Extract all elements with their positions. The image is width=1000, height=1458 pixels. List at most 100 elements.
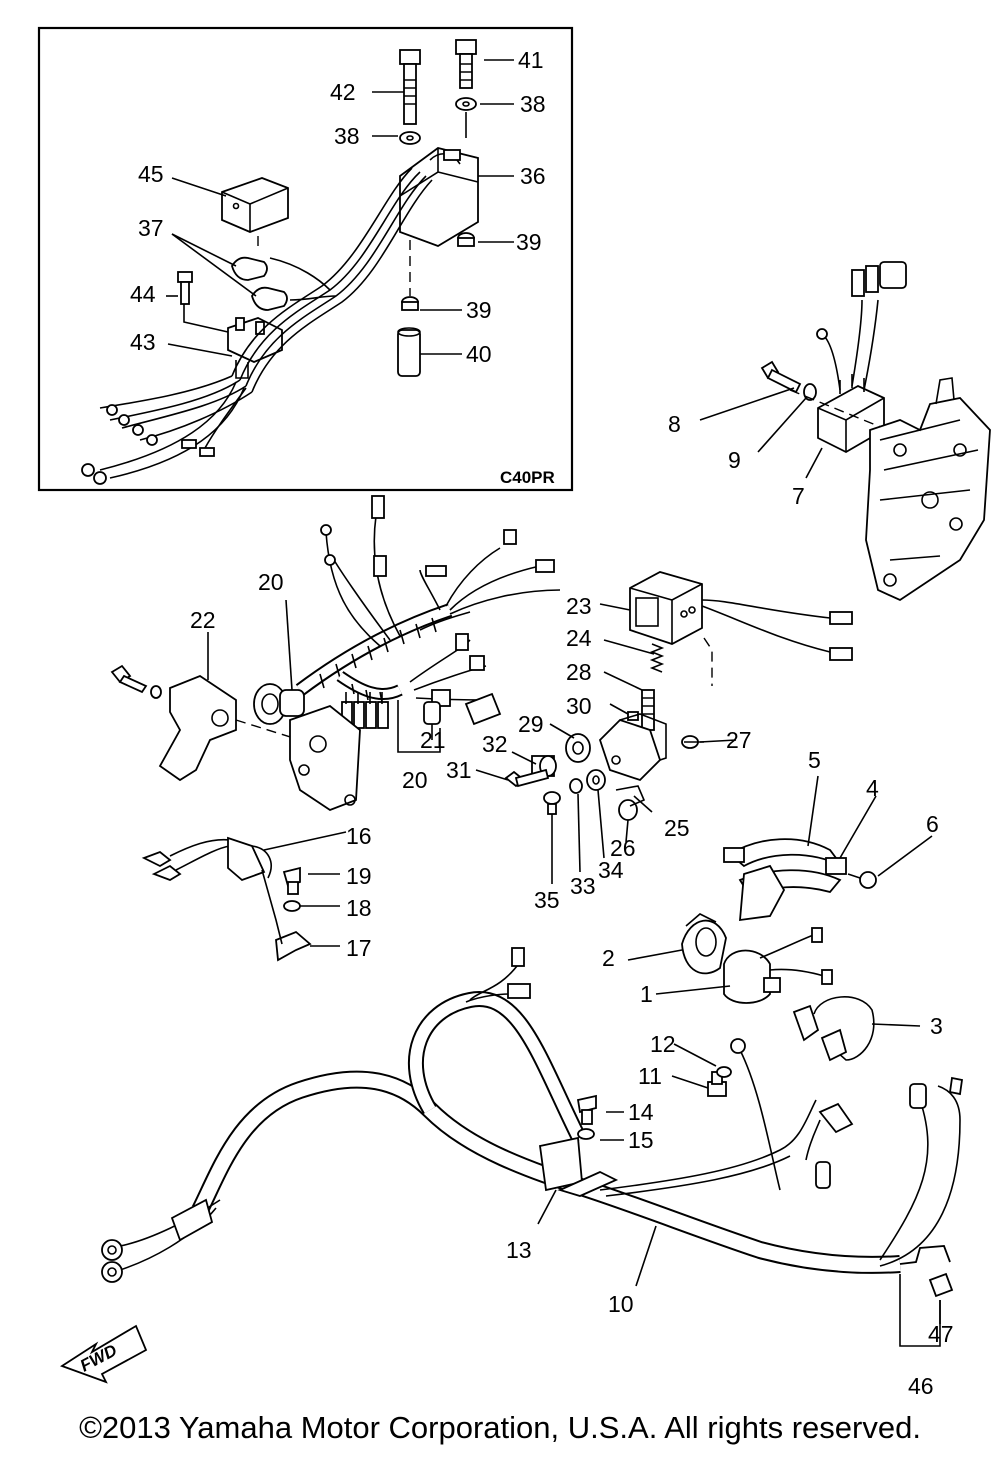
solenoid-bracket <box>598 713 667 782</box>
part-6-screw <box>847 871 877 889</box>
callout-43: 43 <box>130 329 156 355</box>
callout-39a: 39 <box>516 229 542 255</box>
part-5-band <box>723 838 843 868</box>
callout-32: 32 <box>482 731 508 757</box>
callout-30: 30 <box>566 693 592 719</box>
part-2-bushing <box>681 913 727 975</box>
callout-19: 19 <box>346 863 372 889</box>
callout-16: 16 <box>346 823 372 849</box>
part-34-grommet <box>586 769 606 791</box>
callout-31: 31 <box>446 757 472 783</box>
part-7-rectifier-regulator <box>816 261 907 454</box>
callout-37: 37 <box>138 215 164 241</box>
callout-numbers: 41 42 38 38 45 36 37 39 44 39 43 40 8 9 … <box>130 47 954 1399</box>
callout-4: 4 <box>866 775 879 801</box>
part-39-grommet-b <box>401 296 419 311</box>
part-28-plunger <box>641 689 655 731</box>
part-35-bolt <box>543 791 561 815</box>
part-15-washer <box>577 1128 595 1140</box>
callout-33: 33 <box>570 873 596 899</box>
mounting-bracket <box>865 377 991 602</box>
part-44-bolt <box>177 271 193 305</box>
part-1-switch <box>723 927 833 1004</box>
callout-45: 45 <box>138 161 164 187</box>
callout-42: 42 <box>330 79 356 105</box>
callout-5: 5 <box>808 747 821 773</box>
inset-panel: C40PR <box>37 26 574 492</box>
part-31-bolt <box>504 768 550 788</box>
part-18-washer <box>283 900 301 912</box>
callout-29: 29 <box>518 711 544 737</box>
callout-23: 23 <box>566 593 592 619</box>
callout-10: 10 <box>608 1291 634 1317</box>
callout-39b: 39 <box>466 297 492 323</box>
part-29-grommet <box>565 733 591 763</box>
callout-40: 40 <box>466 341 492 367</box>
part-27-screw <box>681 735 704 749</box>
leader-lines <box>207 387 941 1347</box>
part-19-bolt <box>282 866 301 895</box>
callout-41: 41 <box>518 47 544 73</box>
part-33-nut <box>569 778 583 794</box>
part-26-nut <box>618 799 638 821</box>
callout-18: 18 <box>346 895 372 921</box>
part-39-grommet-a <box>457 232 475 247</box>
callout-9: 9 <box>728 447 741 473</box>
callout-25: 25 <box>664 815 690 841</box>
part-3-cap-lead <box>792 996 875 1062</box>
part-21-plug <box>423 701 441 725</box>
callout-3: 3 <box>930 1013 943 1039</box>
part-13-clamp <box>538 1136 619 1197</box>
callout-17: 17 <box>346 935 372 961</box>
part-20-wire-harness <box>253 495 561 729</box>
washer-38a <box>399 131 421 145</box>
callout-34: 34 <box>598 857 624 883</box>
callout-47: 47 <box>928 1321 954 1347</box>
part-16-switch-lead <box>141 836 272 882</box>
part-8-bolt <box>760 360 802 394</box>
callout-35: 35 <box>534 887 560 913</box>
part-37-caps <box>231 256 288 311</box>
part-24-spring <box>649 643 665 673</box>
inset-code-label: C40PR <box>500 468 555 487</box>
part-42-bolt <box>399 49 421 125</box>
callout-2: 2 <box>602 945 615 971</box>
part-25-clip <box>615 785 646 807</box>
part-22-bracket <box>110 664 361 812</box>
copyright-footer: ©2013 Yamaha Motor Corporation, U.S.A. A… <box>79 1410 921 1445</box>
callout-15: 15 <box>628 1127 654 1153</box>
part-10-main-harness <box>101 947 964 1283</box>
callout-38b: 38 <box>520 91 546 117</box>
part-14-bolt <box>576 1094 597 1125</box>
callout-14: 14 <box>628 1099 654 1125</box>
callout-21: 21 <box>420 727 446 753</box>
fwd-arrow: FWD <box>59 1324 148 1384</box>
inset-wiring <box>81 167 433 485</box>
callout-20a: 20 <box>258 569 284 595</box>
callout-24: 24 <box>566 625 592 651</box>
callout-27: 27 <box>726 727 752 753</box>
part-36-rectifier <box>399 147 479 296</box>
callout-36: 36 <box>520 163 546 189</box>
callout-1: 1 <box>640 981 653 1007</box>
callout-46: 46 <box>908 1373 934 1399</box>
part-4-holder <box>738 857 847 922</box>
callout-22: 22 <box>190 607 216 633</box>
part-12-washer <box>716 1066 732 1078</box>
callout-6: 6 <box>926 811 939 837</box>
part-40-collar <box>397 327 421 377</box>
washer-38b <box>455 97 477 111</box>
callout-38a: 38 <box>334 123 360 149</box>
callout-44: 44 <box>130 281 156 307</box>
callout-13: 13 <box>506 1237 532 1263</box>
part-17-clamp <box>275 930 312 962</box>
callout-28: 28 <box>566 659 592 685</box>
part-41-bolt <box>455 39 477 89</box>
part-23-solenoid <box>629 571 853 686</box>
callout-12: 12 <box>650 1031 676 1057</box>
part-45-relay <box>221 177 289 250</box>
part-47-fuse <box>928 1272 954 1298</box>
callout-20b: 20 <box>402 767 428 793</box>
callout-26: 26 <box>610 835 636 861</box>
